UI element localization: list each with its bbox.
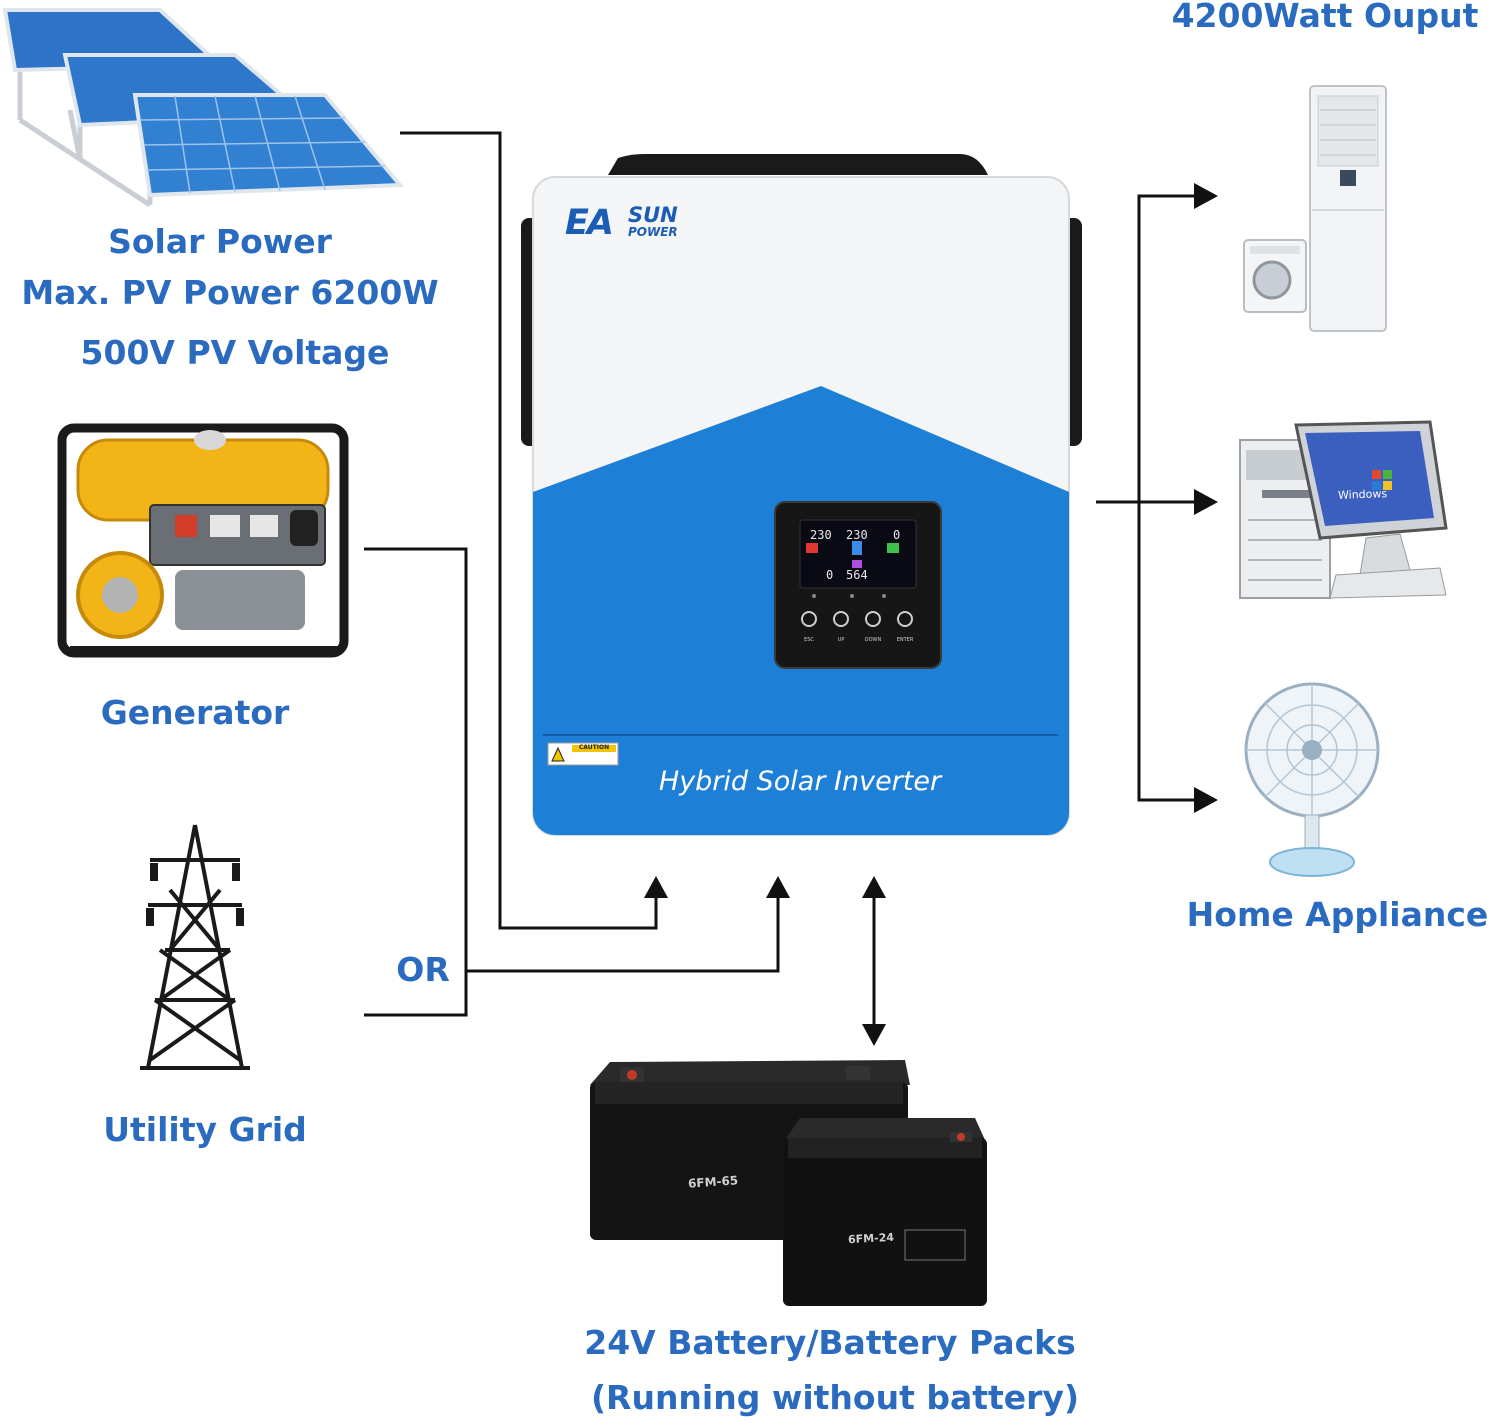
grid-arrow-head: [766, 876, 790, 898]
or-connection-line: [466, 895, 780, 973]
utility-grid-label: Utility Grid: [103, 1110, 307, 1149]
inverter-product-name: Hybrid Solar Inverter: [658, 766, 942, 797]
solar-connection-line: [400, 131, 658, 930]
caution-text: CAUTION: [578, 744, 610, 751]
brand-sun: SUN: [628, 203, 678, 227]
home-appliance-label: Home Appliance: [1186, 895, 1489, 934]
battery-label-title: 24V Battery/Battery Packs: [584, 1323, 1076, 1362]
battery-small: [783, 1118, 987, 1306]
output-arrow-computer: [1194, 489, 1218, 515]
or-label: OR: [396, 950, 450, 989]
brand-ea: EA: [565, 203, 614, 243]
lcd-value-battery: 564: [846, 568, 868, 582]
solar-label-title: Solar Power: [108, 222, 332, 261]
solar-label-pv-power: Max. PV Power 6200W: [21, 273, 439, 312]
lcd-value-pv: 0: [826, 568, 834, 582]
lcd-value-load: 0: [893, 528, 901, 542]
solar-panel-front: [132, 93, 405, 198]
button-label-up: UP: [837, 637, 845, 643]
output-title: 4200Watt Ouput: [1171, 0, 1479, 35]
panel-buttons: [801, 611, 913, 627]
brand-power: POWER: [628, 225, 678, 239]
generator-label: Generator: [100, 693, 290, 732]
solar-arrow-head: [644, 876, 668, 898]
solar-label-pv-voltage: 500V PV Voltage: [80, 333, 390, 372]
button-label-down: DOWN: [864, 637, 882, 643]
generator-connection-line: [364, 547, 468, 1017]
easun-brand-logo: EA SUN POWER: [565, 203, 705, 243]
battery-arrow-down: [862, 1024, 886, 1046]
output-arrow-fan: [1194, 787, 1218, 813]
battery-small-model: 6FM-24: [847, 1230, 895, 1247]
battery-arrow-up: [862, 876, 886, 898]
lcd-value-output-voltage: 230: [846, 528, 868, 542]
button-label-enter: ENTER: [896, 637, 914, 643]
inverter-mount-bracket: [608, 154, 988, 175]
lcd-value-input-voltage: 230: [810, 528, 832, 542]
computer-screen: [1305, 431, 1434, 526]
output-branch-line: [1137, 194, 1196, 802]
lcd-indicator-leds: [812, 594, 886, 598]
button-label-esc: ESC: [804, 637, 814, 643]
output-arrow-ac: [1194, 183, 1218, 209]
battery-label-note: (Running without battery): [590, 1378, 1080, 1417]
